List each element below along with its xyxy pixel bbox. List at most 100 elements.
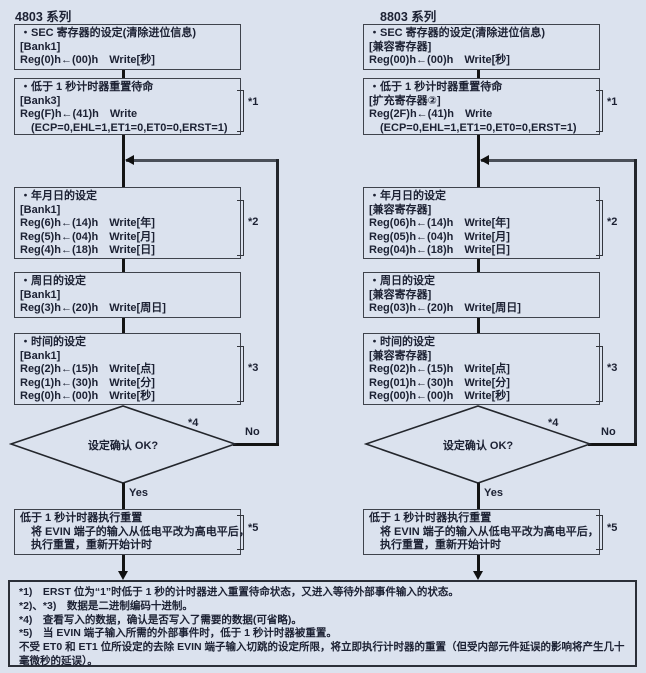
column-title-8803: 8803 系列 — [380, 10, 437, 24]
text-line: [Bank1] — [20, 349, 61, 362]
text-line: [兼容寄存器] — [369, 40, 432, 53]
merge-arrowhead-icon — [124, 155, 134, 165]
note-ref-5: *5 — [607, 522, 618, 534]
note-ref-4: *4 — [548, 417, 559, 429]
text-line: 执行重置，重新开始计时 — [369, 539, 501, 552]
connector-line — [121, 555, 125, 573]
text-line: (ECP=0,EHL=1,ET1=0,ET0=0,ERST=1) — [369, 121, 577, 134]
text-line: Reg(03)h←(20)h Write[周日] — [369, 302, 521, 315]
note-ref-4: *4 — [188, 417, 199, 429]
note-ref-1: *1 — [607, 96, 618, 108]
text-line: ・时间的设定 — [20, 336, 86, 348]
decision-label: 设定确认 OK? — [442, 440, 514, 452]
text-line: [兼容寄存器] — [369, 203, 432, 216]
text-line: (ECP=0,EHL=1,ET1=0,ET0=0,ERST=1) — [20, 121, 228, 134]
text-line: [Bank1] — [20, 203, 61, 216]
text-line: *5) 当 EVIN 端子输入所需的外部事件时，低于 1 秒计时器被重置。 — [19, 627, 337, 640]
text-line: Reg(4)h←(18)h Write[日] — [20, 244, 155, 257]
text-line: [Bank1] — [20, 288, 61, 301]
connector-line — [121, 135, 125, 187]
yes-branch-label: Yes — [484, 487, 503, 499]
text-line: [扩充寄存器②] — [369, 94, 441, 107]
note-bracket — [596, 90, 603, 132]
note-bracket — [237, 90, 244, 132]
text-line: Reg(06)h←(14)h Write[年] — [369, 217, 510, 230]
text-line: Reg(F)h←(41)h Write — [20, 108, 138, 121]
footnotes-box: *1) ERST 位为“1”时低于 1 秒的计时器进入重置待命状态，又进入等待外… — [8, 580, 637, 667]
note-ref-3: *3 — [248, 362, 259, 374]
connector-line — [476, 70, 480, 78]
step-date-box: ・年月日的设定[Bank1]Reg(6)h←(14)h Write[年]Reg(… — [14, 187, 241, 259]
text-line: *2)、*3) 数据是二进制编码十进制。 — [19, 599, 193, 612]
text-line: ・低于 1 秒计时器重置待命 — [369, 81, 503, 93]
text-line: [兼容寄存器] — [369, 349, 432, 362]
text-line: Reg(01)h←(30)h Write[分] — [369, 376, 510, 389]
text-line: Reg(3)h←(20)h Write[周日] — [20, 302, 166, 315]
no-loop-line — [126, 159, 279, 162]
note-bracket — [596, 200, 603, 256]
connector-line — [476, 135, 480, 187]
text-line: ・低于 1 秒计时器重置待命 — [20, 81, 154, 93]
down-arrowhead-icon — [117, 571, 128, 580]
step-weekday-box: ・周日的设定[兼容寄存器]Reg(03)h←(20)h Write[周日] — [363, 272, 600, 318]
step-reset-standby-box: ・低于 1 秒计时器重置待命[扩充寄存器②]Reg(2F)h←(41)h Wri… — [363, 78, 600, 135]
text-line: Reg(00)h←(00)h Write[秒] — [369, 390, 510, 403]
text-line: 将 EVIN 端子的输入从低电平改为高电平后， — [369, 525, 599, 538]
no-loop-line — [588, 443, 637, 446]
note-bracket — [237, 200, 244, 256]
text-line: ・年月日的设定 — [20, 190, 97, 202]
decision-label: 设定确认 OK? — [87, 440, 159, 452]
text-line: *1) ERST 位为“1”时低于 1 秒的计时器进入重置待命状态，又进入等待外… — [19, 586, 459, 598]
text-line: Reg(1)h←(30)h Write[分] — [20, 376, 155, 389]
down-arrowhead-icon — [472, 571, 483, 580]
note-bracket — [237, 515, 244, 550]
no-branch-label: No — [245, 426, 260, 438]
text-line: ・周日的设定 — [20, 275, 86, 287]
connector-line — [476, 318, 480, 333]
no-loop-line — [233, 443, 279, 446]
note-bracket — [596, 346, 603, 402]
note-ref-1: *1 — [248, 96, 259, 108]
step-time-box: ・时间的设定[Bank1]Reg(2)h←(15)h Write[点]Reg(1… — [14, 333, 241, 405]
yes-branch-label: Yes — [129, 487, 148, 499]
text-line: 低于 1 秒计时器执行重置 — [20, 512, 143, 524]
text-line: Reg(2)h←(15)h Write[点] — [20, 363, 155, 376]
note-ref-2: *2 — [248, 216, 259, 228]
note-bracket — [237, 346, 244, 402]
text-line: ・SEC 寄存器的设定(清除进位信息) — [369, 27, 545, 39]
step-time-box: ・时间的设定[兼容寄存器]Reg(02)h←(15)h Write[点]Reg(… — [363, 333, 600, 405]
note-ref-5: *5 — [248, 522, 259, 534]
step-sec-register-box: ・SEC 寄存器的设定(清除进位信息)[Bank1]Reg(0)h←(00)h … — [14, 24, 241, 70]
text-line: Reg(0)h←(00)h Write[秒] — [20, 390, 155, 403]
step-reset-standby-box: ・低于 1 秒计时器重置待命[Bank3]Reg(F)h←(41)h Write… — [14, 78, 241, 135]
decision-diamond — [9, 405, 237, 484]
text-line: *4) 查看写入的数据，确认是否写入了需要的数据(可省略)。 — [19, 613, 302, 626]
note-bracket — [596, 515, 603, 550]
connector-line — [476, 555, 480, 573]
merge-arrowhead-icon — [479, 155, 489, 165]
step-sec-register-box: ・SEC 寄存器的设定(清除进位信息)[兼容寄存器]Reg(00)h←(00)h… — [363, 24, 600, 70]
no-loop-line — [634, 159, 637, 446]
text-line: ・SEC 寄存器的设定(清除进位信息) — [20, 27, 196, 39]
text-line: [兼容寄存器] — [369, 288, 432, 301]
text-line: 将 EVIN 端子的输入从低电平改为高电平后， — [20, 525, 250, 538]
no-loop-line — [276, 159, 279, 446]
text-line: ・周日的设定 — [369, 275, 435, 287]
connector-line — [121, 318, 125, 333]
text-line: Reg(6)h←(14)h Write[年] — [20, 217, 155, 230]
text-line: Reg(0)h←(00)h Write[秒] — [20, 54, 155, 67]
note-ref-3: *3 — [607, 362, 618, 374]
text-line: ・年月日的设定 — [369, 190, 446, 202]
text-line: 低于 1 秒计时器执行重置 — [369, 512, 492, 524]
text-line: 不受 ET0 和 ET1 位所设定的去除 EVIN 端子输入切跳的设定所限，将立… — [19, 641, 625, 667]
text-line: Reg(02)h←(15)h Write[点] — [369, 363, 510, 376]
text-line: [Bank1] — [20, 40, 61, 53]
text-line: Reg(5)h←(04)h Write[月] — [20, 230, 155, 243]
connector-line — [121, 483, 125, 509]
connector-line — [121, 259, 125, 272]
no-branch-label: No — [601, 426, 616, 438]
text-line: [Bank3] — [20, 94, 61, 107]
text-line: Reg(2F)h←(41)h Write — [369, 108, 493, 121]
connector-line — [121, 70, 125, 78]
